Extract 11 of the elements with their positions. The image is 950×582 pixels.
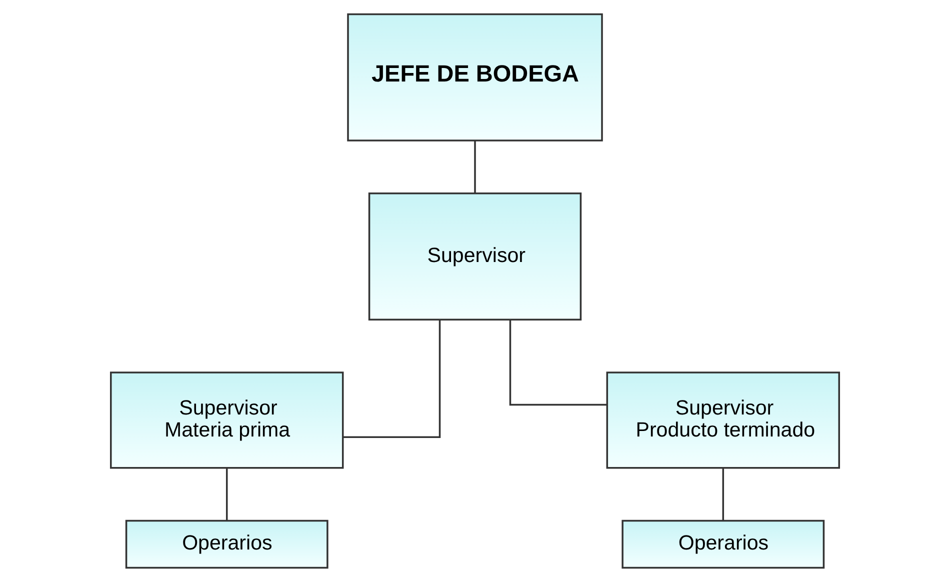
node-box: Operarios bbox=[125, 520, 328, 569]
node-box: Supervisor Producto terminado bbox=[606, 372, 840, 469]
connector bbox=[722, 468, 724, 520]
connector bbox=[474, 140, 476, 194]
node-box: JEFE DE BODEGA bbox=[347, 13, 603, 142]
node-box: Supervisor Materia prima bbox=[110, 372, 344, 469]
connector bbox=[226, 468, 228, 520]
node-box: Operarios bbox=[622, 520, 825, 569]
connector bbox=[509, 320, 607, 406]
node-box: Supervisor bbox=[368, 192, 582, 320]
connector bbox=[343, 320, 441, 438]
